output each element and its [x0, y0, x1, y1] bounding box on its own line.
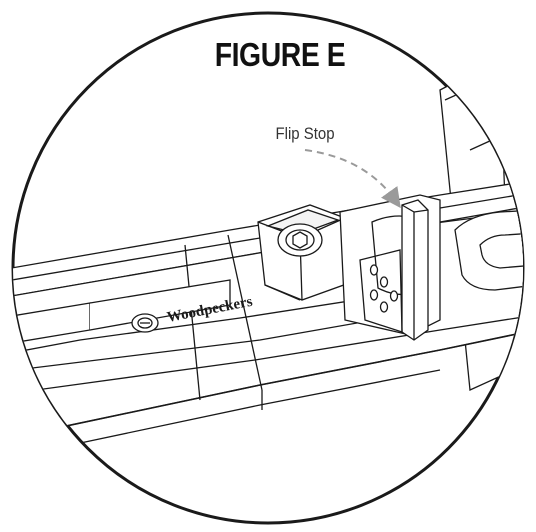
callout-label: Flip Stop	[275, 124, 335, 143]
flip-stop-plate	[401, 199, 429, 341]
figure-title: FIGURE E	[214, 36, 346, 73]
stop-block	[257, 204, 353, 301]
rail-screw	[131, 313, 159, 333]
callout-arrow	[304, 149, 401, 209]
rail-window	[454, 209, 523, 291]
flip-stop-assembly	[339, 194, 441, 341]
